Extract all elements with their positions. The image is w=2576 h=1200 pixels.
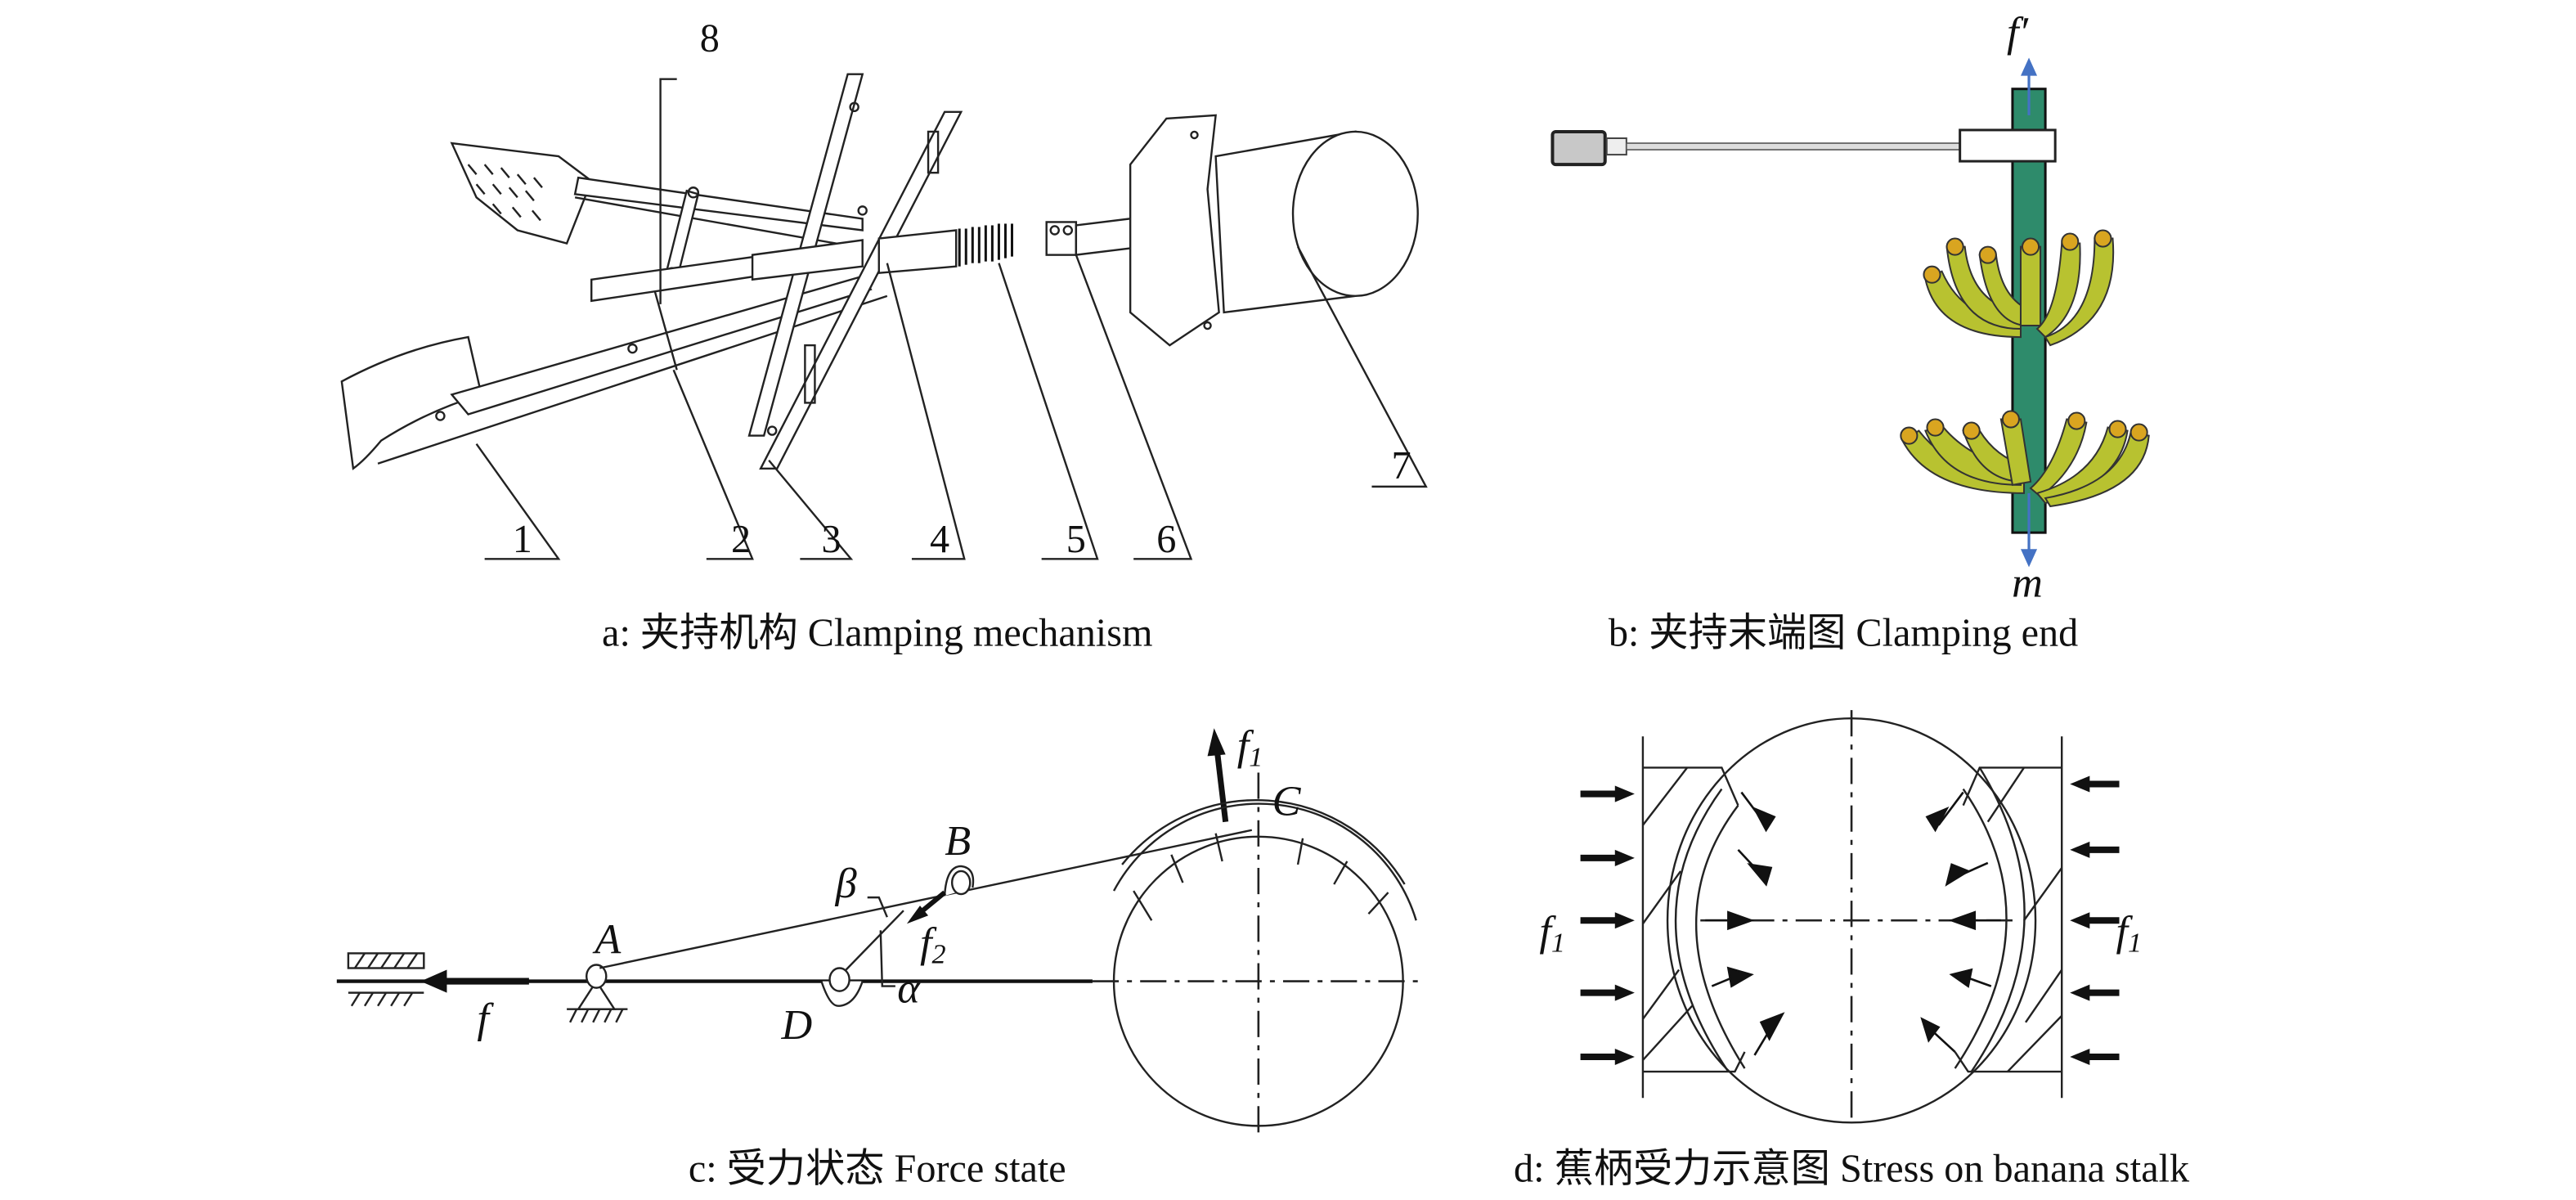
force-arrow-up xyxy=(2020,57,2038,115)
push-rod xyxy=(590,229,958,303)
point-label-d: D xyxy=(780,1001,812,1049)
caption-b: b: 夹持末端图 Clamping end xyxy=(1609,612,2078,655)
left-clamp-jaw xyxy=(1641,766,1746,1073)
force-label-f2: f2 xyxy=(920,919,946,969)
panel-a-clamping-mechanism: 1 2 3 4 5 6 7 8 a: 夹持机构 Clamping mechani… xyxy=(340,17,1428,655)
stalk-cross-section xyxy=(1092,772,1426,1135)
force-label-f1: f1 xyxy=(1237,721,1263,772)
camera xyxy=(1551,129,1607,167)
part-label-1: 1 xyxy=(513,518,532,561)
force-label-f: f xyxy=(477,995,494,1042)
upper-jaw xyxy=(450,142,864,248)
panel-c-force-state: A B C D f f1 f2 β α c: 受力状态 Force state xyxy=(336,721,1426,1191)
point-labels: A B C D xyxy=(592,778,1301,1049)
panel-b-clamping-end: f′ m b: 夹持末端图 Clamping end xyxy=(1551,8,2150,655)
motor xyxy=(1129,114,1419,347)
angle-label-beta: β xyxy=(835,860,857,907)
banana-hand-lower xyxy=(1900,410,2150,508)
force-label-f-prime: f′ xyxy=(2007,8,2030,56)
force-arrow-down xyxy=(2020,492,2038,568)
pin-d xyxy=(820,967,864,1007)
part-label-3: 3 xyxy=(821,518,841,561)
force-label-f1-right: f1 xyxy=(2116,907,2143,958)
caption-a: a: 夹持机构 Clamping mechanism xyxy=(602,612,1152,655)
pin-support-a xyxy=(567,964,628,1023)
internal-pressure-arrows xyxy=(1705,791,2001,1056)
spring xyxy=(958,223,1014,267)
clamp-end xyxy=(1959,128,2057,163)
angle-label-alpha: α xyxy=(897,965,921,1013)
panel-d-stress-on-stalk: f1 f1 d: 蕉柄受力示意图 Stress on banana stalk xyxy=(1514,710,2190,1191)
part-label-2: 2 xyxy=(731,518,751,561)
point-label-c: C xyxy=(1272,778,1302,825)
caption-c: c: 受力状态 Force state xyxy=(689,1148,1066,1191)
right-clamp-jaw xyxy=(1954,766,2063,1073)
force-arrow-f2 xyxy=(906,890,947,924)
ground-block xyxy=(347,952,425,1007)
banana-hand-upper xyxy=(1923,229,2115,347)
part-label-5: 5 xyxy=(1066,518,1086,561)
part-label-7: 7 xyxy=(1392,444,1411,488)
part-label-8: 8 xyxy=(700,17,720,61)
part-label-6: 6 xyxy=(1156,518,1176,561)
force-label-m: m xyxy=(2012,559,2043,606)
pin-b xyxy=(943,865,975,897)
force-arrow-f1 xyxy=(1207,728,1229,823)
leader-lines xyxy=(475,78,1428,560)
link-db xyxy=(845,910,904,971)
link-2 xyxy=(653,287,678,371)
point-label-b: B xyxy=(945,817,971,865)
lower-jaw xyxy=(340,275,888,470)
clamp-rod xyxy=(1626,142,1964,151)
point-label-a: A xyxy=(592,915,622,963)
link-ac xyxy=(599,829,1253,969)
force-label-f1-left: f1 xyxy=(1539,907,1565,958)
caption-d: d: 蕉柄受力示意图 Stress on banana stalk xyxy=(1514,1148,2190,1191)
part-labels: 1 2 3 4 5 6 7 8 xyxy=(513,17,1411,562)
external-force-arrows xyxy=(1580,775,2120,1066)
force-arrow-f xyxy=(420,969,529,993)
part-label-4: 4 xyxy=(930,518,949,561)
